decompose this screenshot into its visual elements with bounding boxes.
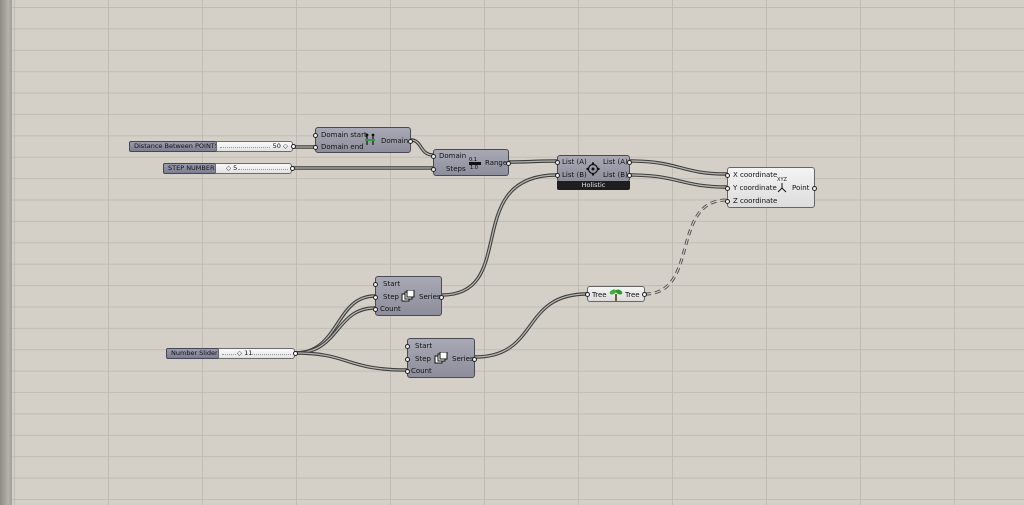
construct-point-icon: XYZ [776, 178, 788, 195]
svg-text:0.1: 0.1 [469, 157, 477, 163]
input-label: Start [415, 342, 433, 350]
construct-domain-component[interactable]: Domain start Domain end Domain [313, 127, 413, 153]
input-grip[interactable] [405, 357, 410, 362]
wire [644, 198, 728, 296]
output-grip[interactable] [627, 173, 632, 178]
input-grip[interactable] [431, 167, 436, 172]
slider-name: STEP NUMBER [163, 163, 216, 174]
slider-output-grip[interactable] [290, 166, 295, 171]
cross-reference-icon [586, 162, 600, 179]
tree-parameter[interactable]: Tree Tree [585, 286, 647, 304]
input-grip[interactable] [555, 173, 560, 178]
step-number-slider[interactable]: STEP NUMBER ◇ 5 [163, 163, 295, 174]
svg-text:1.0: 1.0 [470, 165, 478, 170]
slider-value: ◇ 11 [237, 349, 253, 357]
number-slider[interactable]: Number Slider ◇ 11 [166, 348, 298, 359]
output-label: Series [419, 293, 441, 301]
slider-track[interactable]: ◇ 5 [215, 163, 292, 174]
series-component[interactable]: Start Step Count Series [405, 338, 477, 378]
input-label: Step [383, 293, 399, 301]
input-label: Tree [592, 291, 607, 299]
input-label: X coordinate [733, 171, 778, 179]
output-grip[interactable] [506, 161, 511, 166]
output-label: Tree [625, 291, 640, 299]
output-grip[interactable] [439, 295, 444, 300]
slider-output-grip[interactable] [291, 144, 296, 149]
output-label: List (B) [603, 171, 628, 179]
output-label: Series [452, 355, 474, 363]
sprout-icon [609, 288, 623, 304]
output-grip[interactable] [408, 139, 413, 144]
output-grip[interactable] [627, 160, 632, 165]
output-label: List (A) [603, 158, 628, 166]
input-label: Count [380, 305, 401, 313]
input-grip[interactable] [373, 307, 378, 312]
input-grip[interactable] [725, 186, 730, 191]
input-label: Count [411, 367, 432, 375]
series-component[interactable]: Start Step Count Series [373, 276, 444, 316]
series-icon [434, 351, 448, 367]
icon-text: XYZ [777, 177, 787, 183]
input-grip[interactable] [405, 369, 410, 374]
input-grip[interactable] [725, 173, 730, 178]
input-grip[interactable] [313, 133, 318, 138]
output-label: Range [485, 159, 508, 167]
canvas-left-edge [0, 0, 12, 505]
input-grip[interactable] [431, 154, 436, 159]
input-label: Start [383, 280, 401, 288]
output-grip[interactable] [812, 186, 817, 191]
wire [293, 294, 377, 355]
construct-domain-icon [364, 133, 376, 150]
output-label: Domain [381, 137, 409, 145]
input-grip[interactable] [373, 295, 378, 300]
wire [440, 173, 559, 297]
input-label: Domain end [321, 143, 364, 151]
slider-track[interactable]: 50 ◇ [216, 141, 293, 152]
slider-value: ◇ 5 [226, 164, 238, 172]
input-label: Steps [446, 165, 466, 173]
output-grip[interactable] [642, 292, 647, 297]
input-label: Y coordinate [733, 184, 777, 192]
series-icon [401, 289, 415, 305]
input-grip[interactable] [373, 282, 378, 287]
slider-name: Number Slider [166, 348, 219, 359]
input-label: List (B) [562, 171, 587, 179]
cross-reference-component[interactable]: List (A) List (B) List (A) List (B) Holi… [555, 155, 632, 190]
input-grip[interactable] [585, 292, 590, 297]
mode-footer: Holistic [557, 181, 630, 190]
wire [293, 351, 409, 372]
input-grip[interactable] [313, 145, 318, 150]
input-label: Step [415, 355, 431, 363]
construct-point-component[interactable]: X coordinate Y coordinate Z coordinate X… [725, 167, 817, 208]
slider-value: 50 ◇ [272, 142, 288, 150]
input-grip[interactable] [555, 160, 560, 165]
distance-slider[interactable]: Distance Between POINTS 50 ◇ [129, 141, 296, 152]
input-label: Domain start [321, 131, 367, 139]
input-label: Z coordinate [733, 197, 778, 205]
input-label: List (A) [562, 158, 587, 166]
input-label: Domain [439, 152, 467, 160]
output-label: Point [792, 184, 810, 192]
slider-output-grip[interactable] [293, 351, 298, 356]
output-grip[interactable] [472, 357, 477, 362]
slider-name: Distance Between POINTS [129, 141, 219, 152]
input-grip[interactable] [725, 199, 730, 204]
slider-track[interactable]: ◇ 11 [218, 348, 295, 359]
input-grip[interactable] [405, 344, 410, 349]
wire [293, 306, 377, 355]
